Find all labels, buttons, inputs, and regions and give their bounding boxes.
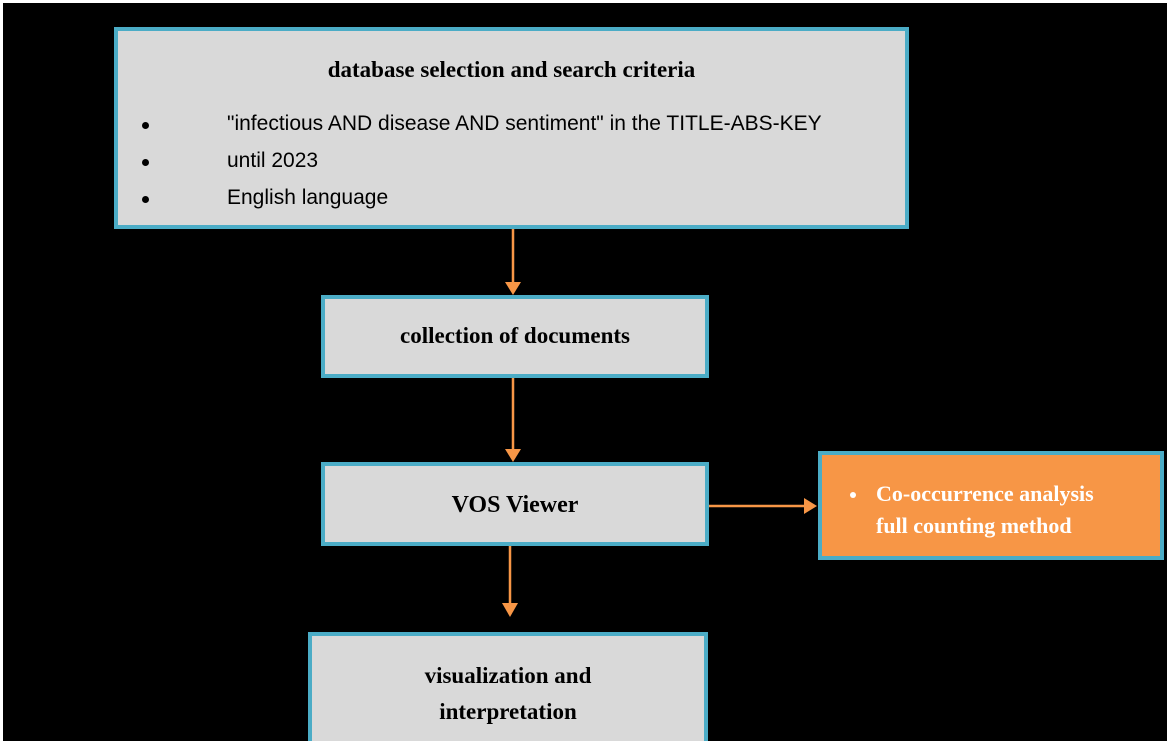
visualization-title-line2: interpretation [439, 699, 577, 724]
bullet-icon [142, 196, 149, 203]
criteria-text: "infectious AND disease AND sentiment" i… [227, 112, 822, 135]
bullet-icon [142, 159, 149, 166]
bullet-icon [850, 492, 856, 498]
criteria-item: "infectious AND disease AND sentiment" i… [118, 111, 905, 148]
connector-layer [502, 229, 817, 617]
arrow-collection-to-vosviewer [505, 378, 521, 462]
analysis-line1: Co-occurrence analysis [876, 481, 1094, 506]
collection-box: collection of documents [321, 295, 709, 378]
database-selection-title: database selection and search criteria [327, 57, 696, 82]
bullet-icon [142, 122, 149, 129]
arrow-vosviewer-to-analysis [709, 498, 817, 514]
vosviewer-box: VOS Viewer [321, 462, 709, 546]
vosviewer-title: VOS Viewer [451, 492, 579, 518]
visualization-title: visualization and interpretation [312, 658, 704, 730]
visualization-title-line1: visualization and [424, 663, 592, 688]
criteria-item: until 2023 [118, 148, 905, 185]
search-criteria-list: "infectious AND disease AND sentiment" i… [118, 111, 905, 222]
collection-title: collection of documents [400, 323, 630, 348]
criteria-text: English language [227, 186, 389, 209]
analysis-box: Co-occurrence analysis full counting met… [818, 451, 1164, 560]
visualization-box: visualization and interpretation [308, 632, 708, 741]
flowchart-canvas: database selection and search criteria "… [3, 3, 1167, 741]
criteria-item: English language [118, 185, 905, 222]
arrow-vosviewer-to-visualization [502, 546, 518, 617]
arrow-database-to-collection [505, 229, 521, 295]
analysis-line2: full counting method [876, 513, 1072, 538]
database-selection-box: database selection and search criteria "… [114, 27, 909, 229]
criteria-text: until 2023 [227, 149, 319, 172]
